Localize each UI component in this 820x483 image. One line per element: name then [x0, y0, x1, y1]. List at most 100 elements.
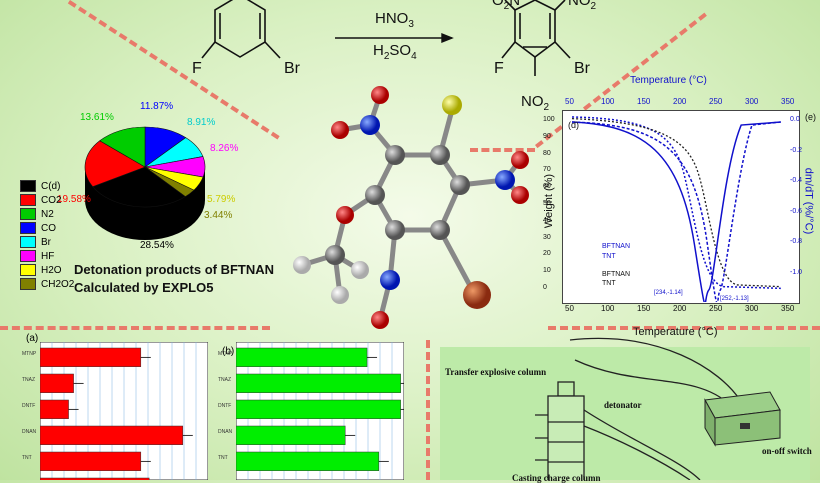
- tga-top-tick: 50: [565, 97, 574, 106]
- separator-mid-left: [0, 326, 270, 330]
- tga-top-tick: 350: [781, 97, 795, 106]
- legend-label: CO: [41, 222, 56, 234]
- tga-curve-tnt: [571, 117, 781, 288]
- bar-row-label: TNAZ: [218, 377, 232, 383]
- bar-row-label: DNTF: [218, 403, 232, 409]
- bar-row-label: MTNP: [218, 351, 233, 357]
- tga-left-tick: 100: [543, 116, 555, 123]
- pie-legend-item: C(d): [20, 180, 60, 192]
- tga-bottom-tick: 50: [565, 304, 574, 313]
- tga-left-tick: 70: [543, 166, 551, 174]
- legend-label: CH2O2: [41, 278, 75, 290]
- bar-dnan: [236, 425, 346, 445]
- tga-bottom-tick: 150: [637, 304, 651, 313]
- legend-swatch: [20, 236, 36, 248]
- tga-top-tick: 150: [637, 97, 651, 106]
- legend-swatch: [20, 278, 36, 290]
- tga-top-tick: 100: [601, 97, 615, 106]
- tga-bottom-tick: 200: [673, 304, 687, 313]
- reaction-arrow: [335, 32, 454, 44]
- reagent-h2so4: H2SO4: [373, 42, 417, 62]
- separator-vertical-right: [426, 340, 430, 480]
- legend-label: H2O: [41, 264, 62, 276]
- legend-swatch: [20, 264, 36, 276]
- pie-label-11: 11.87%: [140, 101, 174, 112]
- pie-legend-item: HF: [20, 250, 54, 262]
- product-f-label: F: [494, 60, 504, 77]
- legend-swatch: [20, 180, 36, 192]
- tga-top-axis-label: Temperature (°C): [630, 75, 707, 86]
- bar-chart-b: [236, 342, 404, 480]
- pie-slice-cd: [92, 166, 186, 208]
- bar-dnan: [40, 425, 184, 445]
- bar-tnt: [236, 451, 380, 471]
- product-br-label: Br: [574, 60, 590, 77]
- tga-curve-bftnan: [571, 116, 781, 290]
- tga-left-tick: 60: [543, 183, 551, 191]
- legend-label: CO2: [41, 194, 62, 206]
- bar-dntf: [236, 399, 401, 419]
- tga-bottom-tick: 250: [709, 304, 723, 313]
- pie-title-line1: Detonation products of BFTNAN: [74, 262, 275, 277]
- pie-chart: [84, 126, 206, 240]
- product-benzene: [501, 0, 571, 76]
- tga-top-tick: 200: [673, 97, 687, 106]
- legend-label: C(d): [41, 180, 61, 192]
- switch-box: [704, 391, 781, 447]
- bar-extra: [40, 477, 150, 480]
- tga-bottom-tick: 100: [601, 304, 615, 313]
- pie-label-3: 3.44%: [204, 210, 233, 221]
- reactant-br-label: Br: [284, 60, 300, 77]
- tga-annot-2: [252,-1.13]: [720, 296, 749, 302]
- bar-row-label: TNT: [22, 455, 32, 461]
- product-no2-bottom-label: NO2: [521, 93, 550, 113]
- molecule-3d: [293, 86, 529, 329]
- bar-mtnp: [40, 347, 142, 367]
- product-o2n-label: O2N: [492, 0, 521, 12]
- pie-legend-item: N2: [20, 208, 54, 220]
- tga-legend-3: TNT: [602, 280, 616, 287]
- setup-label-charge: Casting charge column: [512, 473, 601, 483]
- tga-right-tick: -0.4: [790, 177, 803, 185]
- bar-row-label: MTNP: [22, 351, 37, 357]
- reactant-benzene: [201, 0, 281, 59]
- tga-chart-bg: [562, 110, 800, 304]
- setup-diagram: [535, 337, 781, 480]
- bar-tnt: [40, 451, 142, 471]
- tga-right-tick: -0.8: [790, 238, 803, 246]
- tga-left-tick: 20: [543, 250, 551, 258]
- separator-mid-right: [548, 326, 820, 330]
- tga-annot-1: [234,-1.14]: [654, 290, 683, 296]
- tga-left-tick: 30: [543, 233, 551, 241]
- tga-left-tick: 90: [543, 132, 551, 140]
- legend-label: HF: [41, 250, 55, 262]
- bar-dntf: [40, 399, 69, 419]
- tga-bottom-tick: 300: [745, 304, 759, 313]
- bar-chart-a-panel: (a): [26, 333, 39, 344]
- tga-right-tick: -0.6: [790, 207, 803, 215]
- separator-center-right: [470, 148, 535, 152]
- tga-chart: [571, 116, 781, 302]
- setup-label-switch: on-off switch: [762, 446, 812, 456]
- bar-mtnp: [236, 347, 368, 367]
- reagent-hno3: HNO3: [375, 10, 414, 30]
- bar-row-label: TNT: [218, 455, 228, 461]
- pie-label-13: 13.61%: [80, 112, 114, 123]
- setup-label-detonator: detonator: [604, 400, 642, 410]
- pie-slice-n2: [99, 126, 146, 168]
- product-no2-right-label: NO2: [568, 0, 597, 12]
- legend-label: N2: [41, 208, 54, 220]
- pie-legend-item: CO2: [20, 194, 62, 206]
- bar-row-label: TNAZ: [22, 377, 36, 383]
- bar-chart-a: [40, 342, 208, 480]
- tga-right-tick: -1.0: [790, 268, 803, 276]
- tga-legend-1: TNT: [602, 253, 616, 260]
- pie-legend-item: CH2O2: [20, 278, 74, 290]
- bar-row-label: DNAN: [22, 429, 37, 435]
- legend-swatch: [20, 208, 36, 220]
- dtg-curve-bftnan: [571, 121, 781, 302]
- pie-legend-item: Br: [20, 236, 51, 248]
- tga-top-tick: 300: [745, 97, 759, 106]
- setup-label-column: Transfer explosive column: [445, 367, 547, 377]
- pie-slice-co2: [84, 140, 146, 188]
